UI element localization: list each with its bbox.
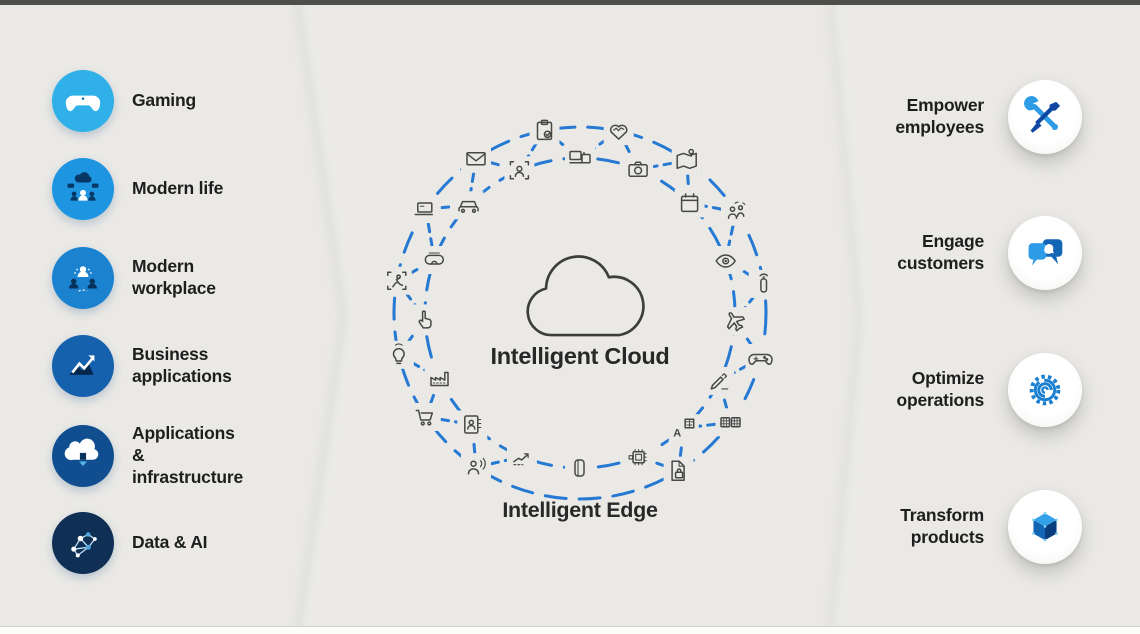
ring-connector: [651, 161, 674, 169]
ring-connector: [439, 417, 459, 424]
applications-infrastructure-icon: [52, 424, 114, 487]
sidebar-item-modern-workplace: Modern workplace: [52, 247, 250, 309]
modern-workplace-label: Modern workplace: [132, 256, 216, 298]
sidebar-item-data-ai: Data & AI: [52, 512, 250, 574]
contact-book-icon: [457, 410, 488, 439]
modern-life-label: Modern life: [132, 178, 224, 199]
ring-connector: [439, 205, 456, 210]
ring-connector: [406, 329, 418, 345]
translate-icon: A: [668, 414, 699, 443]
heart-pulse-icon: [603, 117, 634, 146]
intelligent-edge-ring-diagram: A Intelligent Cloud Intelligent Edge: [381, 116, 779, 522]
applications-infrastructure-label: Applications & infrastructure: [132, 423, 243, 487]
pen-icon: [704, 366, 735, 395]
ring-connector: [730, 363, 749, 376]
ring-connector: [404, 291, 418, 308]
eye-icon: [710, 246, 741, 274]
devices-icon: [565, 144, 595, 172]
map-pin-icon: [671, 146, 702, 175]
cloud-icon: [526, 255, 645, 337]
face-scan-icon: [504, 156, 535, 185]
ring-connector: [678, 441, 684, 458]
business-applications-label: Business applications: [132, 344, 232, 386]
intelligent-edge-label: Intelligent Edge: [502, 498, 658, 522]
modern-workplace-icon: [52, 247, 114, 309]
ring-connector: [686, 174, 691, 190]
ring-connector: [741, 331, 754, 348]
outer-dashed-ring: [392, 125, 768, 501]
outcome-item-engage-customers: Engage customers: [872, 216, 1082, 290]
outcome-item-empower-employees: Empower employees: [872, 80, 1082, 154]
sidebar-item-modern-life: Modern life: [52, 158, 250, 220]
gaming-label: Gaming: [132, 90, 196, 111]
sidebar-item-business-applications: Business applications: [52, 335, 250, 397]
media-library-icon: [715, 408, 746, 437]
shopping-cart-icon: [410, 403, 441, 431]
ring-connector: [697, 422, 718, 428]
data-ai-icon: [52, 512, 114, 574]
ring-connector: [702, 204, 723, 211]
ring-connector: [429, 391, 436, 405]
engage-customers-label: Engage customers: [897, 231, 984, 273]
airplane-icon: [719, 307, 750, 336]
cube-transform-icon: [1008, 490, 1082, 564]
ring-connector: [469, 172, 476, 192]
transform-products-label: Transform products: [900, 505, 984, 547]
gaming-controller-icon: [52, 70, 114, 132]
clipboard-check-icon: [529, 116, 560, 145]
calendar-icon: [674, 189, 705, 218]
person-broadcast-icon: [461, 453, 491, 482]
motion-capture-icon: [381, 266, 412, 295]
svg-text:A: A: [673, 428, 681, 440]
business-applications-icon: [52, 335, 114, 397]
ring-connector: [426, 222, 434, 247]
camera-icon: [623, 155, 654, 184]
chat-bubbles-icon: [1008, 216, 1082, 290]
factory-icon: [424, 364, 455, 393]
chip-icon: [623, 442, 654, 471]
ring-connector: [489, 161, 507, 168]
ring-connector: [472, 437, 477, 454]
smart-speaker-icon: [748, 269, 779, 298]
optimize-operations-label: Optimize operations: [896, 368, 985, 410]
sidebar-item-applications-infrastructure: Applications & infrastructure: [52, 423, 250, 489]
smart-lightbulb-icon: [383, 340, 414, 369]
ring-connector: [525, 141, 538, 160]
laptop-icon: [410, 195, 441, 223]
ring-connector: [727, 224, 735, 247]
ring-connector: [408, 265, 423, 275]
ring-connector: [624, 142, 633, 158]
hand-cursor-icon: [410, 304, 441, 333]
ring-connector: [742, 294, 756, 311]
game-controller-icon: [745, 344, 776, 372]
vr-headset-icon: [419, 246, 450, 274]
modern-life-icon: [52, 158, 114, 220]
sidebar-item-gaming: Gaming: [52, 70, 250, 132]
foldable-phone-icon: [565, 454, 595, 482]
data-ai-label: Data & AI: [132, 532, 208, 553]
crossed-tools-icon: [1008, 80, 1082, 154]
car-icon: [453, 191, 484, 220]
document-lock-icon: [663, 456, 694, 485]
empower-employees-label: Empower employees: [895, 95, 984, 137]
ring-connector: [650, 460, 666, 468]
top-bar: [0, 0, 1140, 5]
bottom-strip: [0, 626, 1140, 634]
gear-spiral-icon: [1008, 353, 1082, 427]
intelligent-cloud-label: Intelligent Cloud: [491, 343, 670, 369]
people-wireless-icon: [721, 197, 751, 226]
ring-connector: [489, 458, 509, 466]
trend-chart-icon: [506, 442, 537, 471]
ring-connector: [721, 393, 729, 410]
ring-connector: [410, 360, 429, 373]
envelope-icon: [461, 144, 491, 173]
outcome-item-transform-products: Transform products: [872, 490, 1082, 564]
outcome-item-optimize-operations: Optimize operations: [872, 353, 1082, 427]
